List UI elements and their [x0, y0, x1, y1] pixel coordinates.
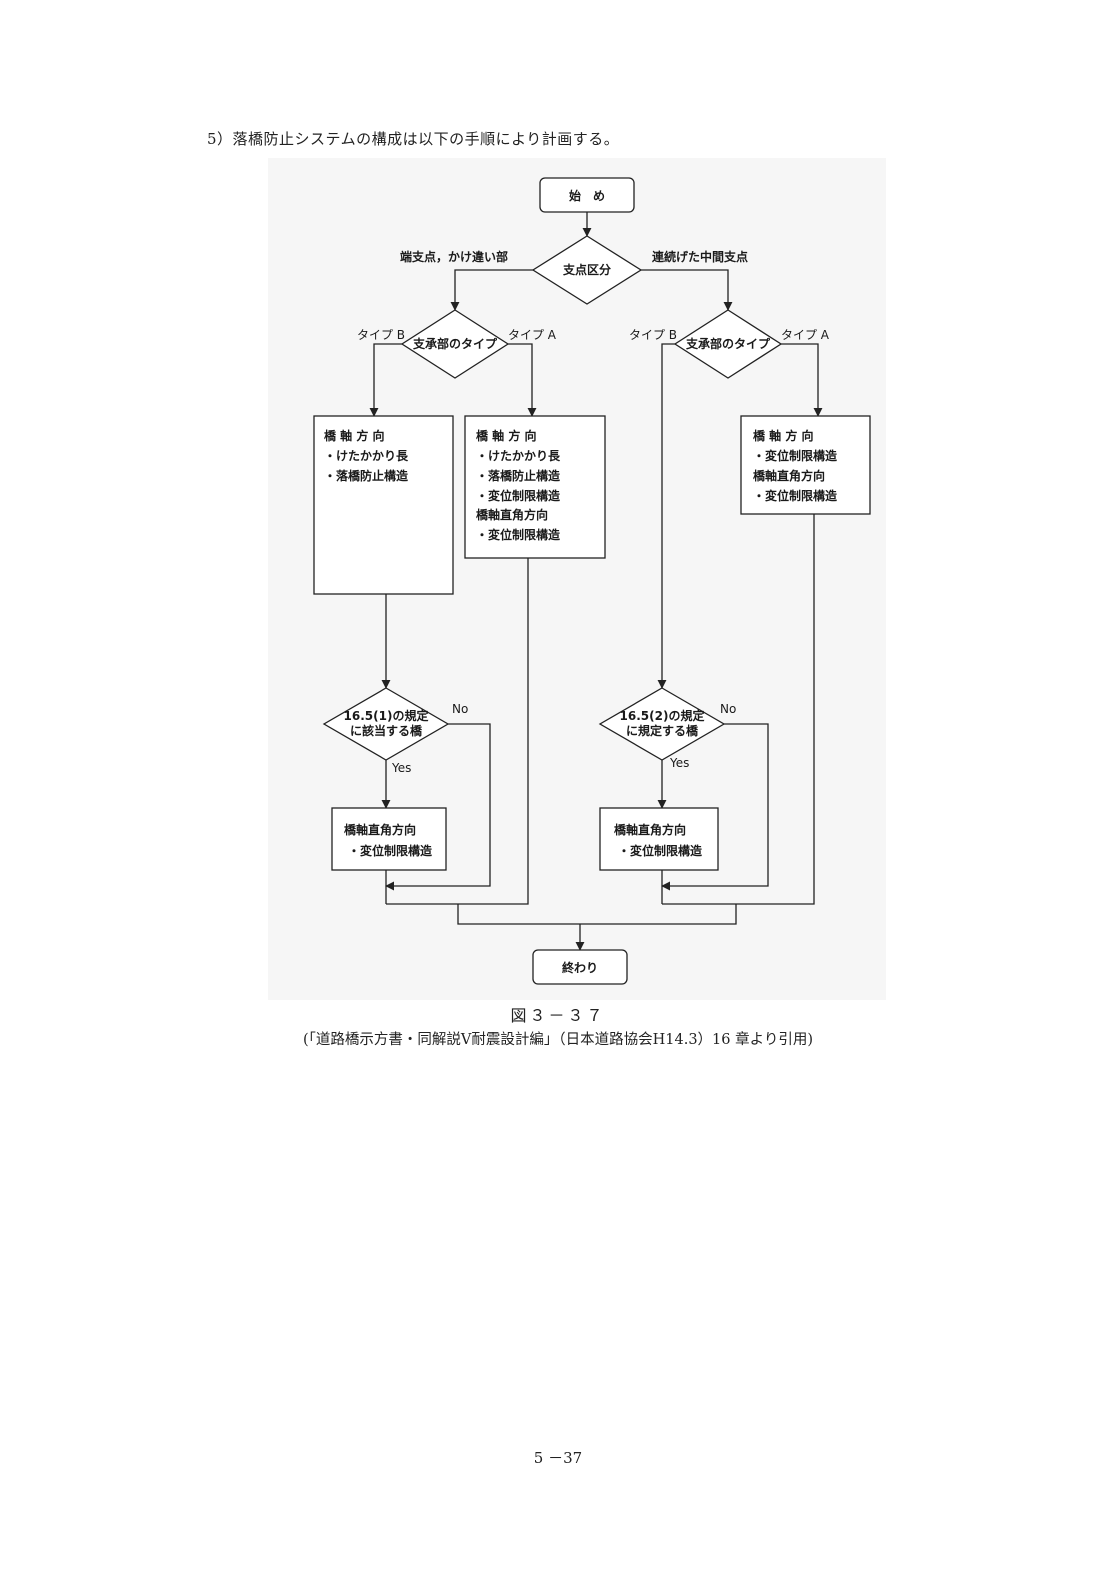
decision-rule-right-line-2: に規定する橋	[626, 723, 699, 738]
type-b-left-label: タイプ B	[357, 328, 405, 342]
process-box-2	[464, 415, 606, 559]
decision-bearing-left	[400, 309, 510, 379]
yes-right-label: Yes	[669, 756, 689, 770]
box1-line-2: ・けたかかり長	[324, 448, 409, 463]
type-b-right-label: タイプ B	[629, 328, 677, 342]
section-heading: 5）落橋防止システムの構成は以下の手順により計画する。	[207, 130, 620, 148]
arrow-no-left	[385, 723, 491, 891]
end-terminal	[532, 949, 628, 985]
flowchart-svg: 始 め 支点区分 端支点，かけ違い部 連続げた中間支点 支承部のタイプ タイプ …	[313, 177, 871, 985]
decision-support-label: 支点区分	[562, 262, 611, 277]
decision-rule-left-line-2: に該当する橋	[350, 723, 423, 738]
decision-bearing-right-label: 支承部のタイプ	[685, 336, 771, 351]
decision-rule-right-line-1: 16.5(2)の規定	[620, 708, 705, 723]
decision-bearing-right	[673, 309, 783, 379]
box4-line-1: 橋軸直角方向	[344, 822, 416, 837]
arrow-branch-right	[641, 269, 733, 311]
start-label: 始 め	[569, 188, 605, 203]
arrow-no-right	[661, 723, 769, 891]
box1-line-3: ・落橋防止構造	[324, 468, 409, 483]
no-left-label: No	[452, 702, 468, 716]
box1-line-1: 橋 軸 方 向	[324, 428, 385, 443]
type-a-right-label: タイプ A	[781, 328, 830, 342]
process-box-1	[313, 415, 454, 595]
branch-left-label: 端支点，かけ違い部	[400, 249, 508, 264]
box4-line-2: ・変位制限構造	[348, 843, 433, 858]
arrow-branch-left	[450, 269, 533, 311]
line-final-merge	[457, 904, 737, 925]
box3-line-2: ・変位制限構造	[753, 448, 838, 463]
source-note: (「道路橋示方書・同解説Ⅴ耐震設計編」（日本道路協会H14.3）16 章より引用…	[303, 1032, 813, 1048]
flowchart-area: 始 め 支点区分 端支点，かけ違い部 連続げた中間支点 支承部のタイプ タイプ …	[268, 158, 886, 1000]
box3-line-3: 橋軸直角方向	[753, 468, 825, 483]
decision-bearing-left-label: 支承部のタイプ	[412, 336, 498, 351]
box5-line-2: ・変位制限構造	[618, 843, 703, 858]
process-box-5	[599, 807, 719, 871]
line-box2-merge	[386, 558, 529, 905]
figure-number: 図３－３７	[510, 1006, 606, 1025]
box2-line-4: ・変位制限構造	[476, 488, 561, 503]
type-a-left-label: タイプ A	[508, 328, 557, 342]
page-number: 5 －37	[533, 1449, 583, 1467]
line-box3-merge	[662, 514, 815, 905]
arrow-type-b-left	[369, 343, 402, 417]
box2-line-6: ・変位制限構造	[476, 527, 561, 542]
box2-line-2: ・けたかかり長	[476, 448, 561, 463]
arrow-type-a-right	[781, 343, 823, 417]
arrow-type-a-left	[508, 343, 537, 417]
arrow-type-b-right	[657, 343, 675, 689]
yes-left-label: Yes	[391, 761, 411, 775]
process-box-4	[331, 807, 447, 871]
box3-line-4: ・変位制限構造	[753, 488, 838, 503]
process-box-3	[740, 415, 871, 515]
no-right-label: No	[720, 702, 736, 716]
box2-line-3: ・落橋防止構造	[476, 468, 561, 483]
box5-line-1: 橋軸直角方向	[614, 822, 686, 837]
box2-line-1: 橋 軸 方 向	[476, 428, 537, 443]
box3-line-1: 橋 軸 方 向	[753, 428, 814, 443]
end-label: 終わり	[562, 960, 598, 975]
decision-rule-left-line-1: 16.5(1)の規定	[344, 708, 429, 723]
box2-line-5: 橋軸直角方向	[476, 507, 548, 522]
decision-support-type	[531, 235, 643, 305]
branch-right-label: 連続げた中間支点	[652, 249, 748, 264]
